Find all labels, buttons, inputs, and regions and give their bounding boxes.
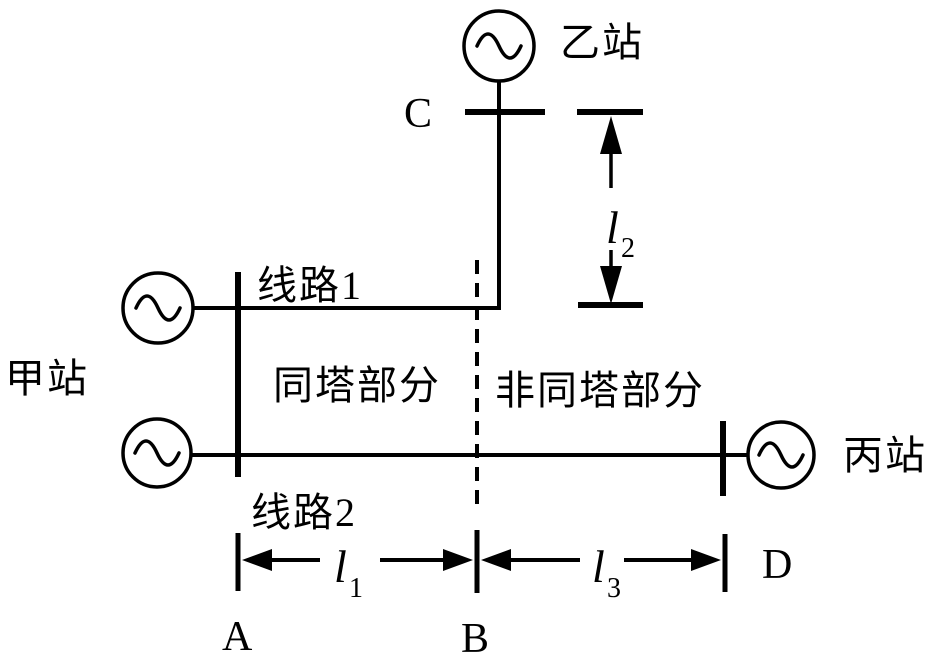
sine-wave-icon — [134, 294, 182, 322]
l1-label: l — [334, 541, 347, 592]
point-d-label: D — [762, 542, 792, 588]
point-a-label: A — [222, 614, 253, 660]
generator-bing-icon — [746, 420, 816, 490]
l2-subscript: 2 — [621, 233, 635, 264]
sine-wave-icon — [133, 439, 181, 467]
arrow-down-icon — [600, 266, 622, 304]
point-b-label: B — [461, 616, 489, 662]
arrow-left-icon — [481, 549, 511, 571]
dimension-l1: l 1 — [242, 541, 473, 604]
l3-label: l — [592, 541, 605, 592]
generator-yi-icon — [462, 9, 536, 83]
arrow-left-icon — [242, 549, 272, 571]
arrow-right-icon — [691, 549, 721, 571]
sine-wave-icon — [475, 32, 523, 60]
sine-wave-icon — [757, 441, 805, 469]
line2-label: 线路2 — [251, 490, 357, 535]
l2-label: l — [606, 202, 619, 253]
l3-subscript: 3 — [607, 573, 621, 604]
arrow-up-icon — [600, 116, 622, 154]
arrow-right-icon — [443, 549, 473, 571]
dimension-l3: l 3 — [481, 541, 721, 604]
point-c-label: C — [404, 91, 432, 137]
generator-jia-upper-icon — [121, 271, 195, 345]
station-yi-label: 乙站 — [560, 20, 644, 65]
line1-wire — [193, 81, 501, 310]
same-tower-section-label: 同塔部分 — [273, 363, 441, 408]
dimension-baseline-ticks — [235, 530, 728, 593]
station-jia-label: 甲站 — [5, 356, 89, 401]
non-same-tower-section-label: 非同塔部分 — [495, 368, 705, 413]
generator-jia-lower-icon — [121, 417, 193, 489]
l1-subscript: 1 — [349, 573, 363, 604]
station-bing-label: 丙站 — [843, 433, 927, 478]
line1-label: 线路1 — [257, 263, 363, 308]
dimension-l2: l 2 — [577, 109, 643, 308]
